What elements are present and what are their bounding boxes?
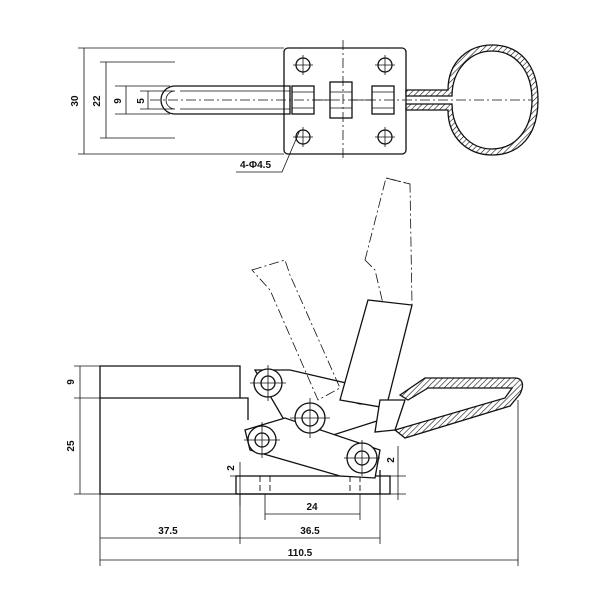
dim-top-offset: 9 (66, 379, 77, 385)
side-view: 9 25 2 2 24 37.5 36.5 110.5 (66, 177, 524, 566)
dim-overall-length: 110.5 (288, 548, 313, 559)
dim-slot-radius: 5 (136, 98, 147, 104)
hole-callout-label: 4-Φ4.5 (240, 160, 271, 171)
top-handle-loop (405, 44, 539, 156)
dim-slot-height: 22 (92, 95, 103, 107)
side-link-lower (244, 417, 381, 479)
dim-hole-spacing: 24 (306, 502, 318, 513)
top-view: 30 22 9 5 4-Φ4.5 (70, 40, 540, 173)
handle-closed (393, 377, 524, 439)
top-base-plate (283, 47, 407, 155)
dim-left-offset: 37.5 (158, 526, 178, 537)
dim-overall-height: 30 (70, 95, 81, 107)
dim-gap-left: 2 (226, 465, 237, 471)
side-base-flange (235, 475, 391, 495)
top-spindle-bar (160, 85, 291, 115)
dim-base-length: 36.5 (300, 526, 320, 537)
handle-mid-solid (339, 299, 413, 409)
dim-base-height: 25 (66, 440, 77, 452)
dim-gap-right: 2 (386, 457, 397, 463)
dim-slot-width: 9 (113, 98, 124, 104)
